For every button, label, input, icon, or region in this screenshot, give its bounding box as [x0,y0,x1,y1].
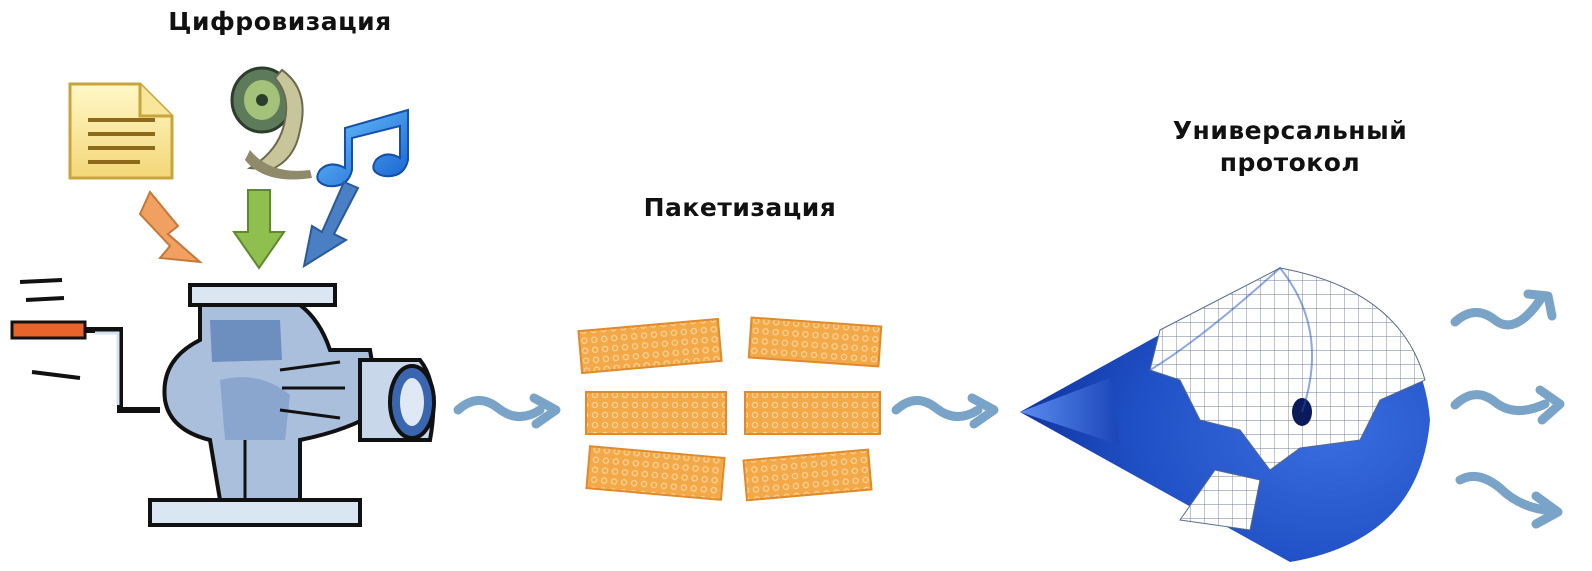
output-arrow-middle [1450,385,1565,425]
squiggle-arrow-1 [453,393,561,429]
packet [585,391,727,435]
squiggle-arrow-2 [891,393,999,429]
green-arrow [232,189,286,270]
universal-protocol-label-line2: протокол [1219,148,1361,177]
film-reel-icon [230,66,312,180]
meat-grinder-icon [10,278,436,527]
universal-protocol-label-line1: Универсальный [1172,116,1408,145]
cone-icon [1020,266,1430,562]
packetization-label: Пакетизация [643,193,837,222]
packet [742,448,873,502]
packets [577,316,883,502]
output-arrow-bottom [1455,471,1563,529]
packet [585,445,726,501]
packet [744,391,881,435]
packet [747,316,883,368]
packet [577,317,723,375]
orange-arrow [138,190,204,264]
document-icon [68,82,174,180]
output-arrow-top [1450,289,1557,330]
music-note-icon [316,108,409,188]
universal-protocol-label: Универсальный протокол [1140,115,1440,179]
digitization-label: Цифровизация [168,7,392,36]
blue-arrow [302,180,360,269]
